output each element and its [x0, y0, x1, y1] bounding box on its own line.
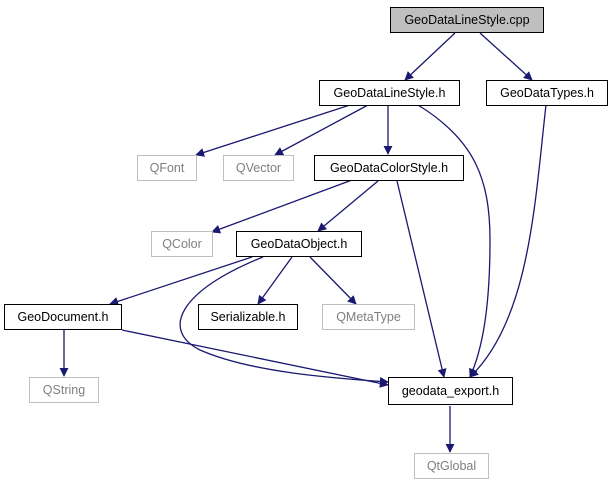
- edge-linestyle-h-to-qfont: [195, 104, 351, 157]
- edge-colorstyle-h-to-object-h: [317, 180, 379, 232]
- node-qmetatype[interactable]: QMetaType: [322, 304, 415, 330]
- edge-root-to-linestyle-h: [404, 32, 456, 81]
- edge-colorstyle-h-to-export-h: [396, 180, 447, 378]
- node-serializable-h[interactable]: Serializable.h: [198, 304, 298, 330]
- edge-linestyle-h-to-export-h: [417, 104, 491, 378]
- edge-object-h-to-serializable-h: [257, 256, 293, 305]
- node-geodata-export-h[interactable]: geodata_export.h: [388, 377, 513, 405]
- edge-colorstyle-h-to-qcolor: [211, 179, 353, 234]
- node-geodataobject-h[interactable]: GeoDataObject.h: [236, 231, 362, 257]
- edge-object-h-to-export-h: [179, 256, 389, 386]
- edge-object-h-to-qmetatype: [309, 256, 357, 305]
- node-qfont[interactable]: QFont: [137, 155, 197, 181]
- node-geodatalinestyle-cpp[interactable]: GeoDataLineStyle.cpp: [390, 7, 544, 33]
- edge-root-to-types-h: [479, 32, 533, 81]
- edge-document-h-to-export-h: [121, 329, 389, 388]
- edge-types-h-to-export-h: [469, 104, 547, 378]
- node-qstring[interactable]: QString: [29, 377, 99, 403]
- edge-linestyle-h-to-qvector: [274, 104, 369, 156]
- edge-object-h-to-document-h: [109, 256, 253, 306]
- node-geodatalinestyle-h[interactable]: GeoDataLineStyle.h: [319, 80, 460, 106]
- node-qtglobal[interactable]: QtGlobal: [414, 453, 489, 479]
- node-geodatatypes-h[interactable]: GeoDataTypes.h: [486, 80, 608, 106]
- node-qcolor[interactable]: QColor: [151, 231, 213, 257]
- node-geodatacolorstyle-h[interactable]: GeoDataColorStyle.h: [314, 155, 464, 181]
- node-geodocument-h[interactable]: GeoDocument.h: [4, 304, 122, 330]
- node-qvector[interactable]: QVector: [223, 155, 294, 181]
